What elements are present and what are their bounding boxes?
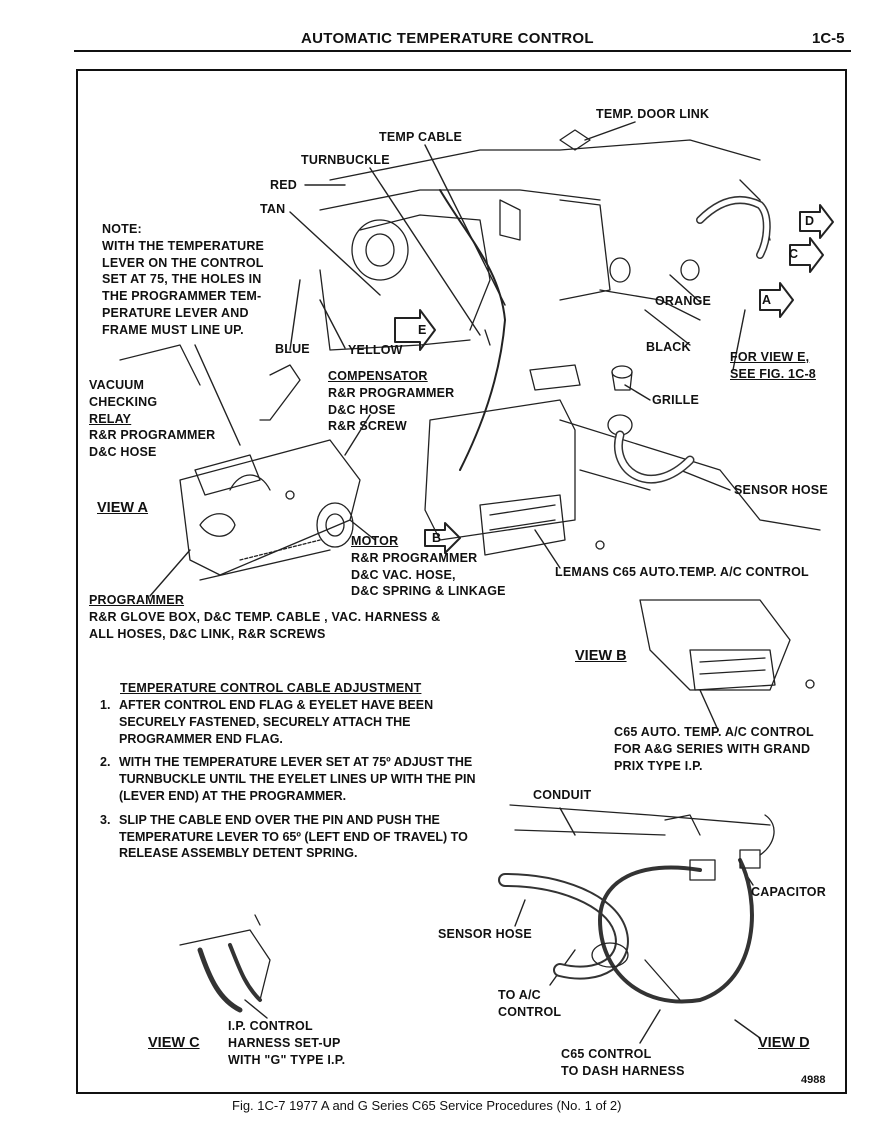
label-yellow: YELLOW [348, 343, 403, 357]
label-grille: GRILLE [652, 393, 700, 407]
ip-harness-line: WITH "G" TYPE I.P. [228, 1052, 346, 1067]
ip-harness-line: HARNESS SET-UP [228, 1035, 341, 1050]
step-text: WITH THE TEMPERATURE LEVER SET AT 75º AD… [119, 755, 476, 803]
page-title: AUTOMATIC TEMPERATURE CONTROL [301, 30, 594, 47]
figure-frame [76, 69, 847, 1094]
label-red: RED [270, 178, 297, 192]
step-number: 3. [100, 812, 111, 827]
c65-grand-prix-line: C65 AUTO. TEMP. A/C CONTROL [614, 725, 814, 739]
c65-dash-line: TO DASH HARNESS [561, 1063, 685, 1078]
label-tan: TAN [260, 202, 286, 216]
lemans-control-drawing [424, 364, 821, 556]
view-c-drawing [179, 914, 271, 1013]
vacuum-relay-line: D&C HOSE [89, 445, 157, 460]
ip-harness-line: I.P. CONTROL [228, 1019, 313, 1033]
view-d-drawing [498, 804, 775, 1004]
programmer-line: R&R GLOVE BOX, D&C TEMP. CABLE , VAC. HA… [89, 609, 441, 624]
c65-dash-harness-label: C65 CONTROL TO DASH HARNESS [561, 1046, 685, 1080]
label-temp-door-link: TEMP. DOOR LINK [596, 107, 710, 121]
note-line: SET AT 75, THE HOLES IN [102, 272, 262, 287]
adjustment-step: 2. WITH THE TEMPERATURE LEVER SET AT 75º… [100, 754, 480, 804]
c65-grand-prix-line: FOR A&G SERIES WITH GRAND [614, 741, 811, 756]
view-a-label: VIEW A [97, 500, 149, 516]
step-text: AFTER CONTROL END FLAG & EYELET HAVE BEE… [119, 698, 434, 746]
motor-line: D&C VAC. HOSE, [351, 567, 456, 582]
label-black: BLACK [646, 340, 691, 354]
note-line: FRAME MUST LINE UP. [102, 322, 244, 337]
step-number: 2. [100, 755, 111, 770]
vacuum-relay-line: R&R PROGRAMMER [89, 428, 216, 443]
compensator-line: R&R PROGRAMMER [328, 385, 455, 400]
callout-b: B [432, 531, 442, 545]
vacuum-relay-line: CHECKING [89, 394, 158, 409]
for-view-e-line: FOR VIEW E, [730, 350, 810, 364]
programmer-label: PROGRAMMER R&R GLOVE BOX, D&C TEMP. CABL… [89, 592, 440, 642]
note-line: LEVER ON THE CONTROL [102, 255, 264, 270]
step-text: SLIP THE CABLE END OVER THE PIN AND PUSH… [119, 812, 468, 861]
to-ac-control-label: TO A/C CONTROL [498, 987, 561, 1021]
label-blue: BLUE [275, 342, 310, 356]
vacuum-relay-line: RELAY [89, 411, 132, 426]
for-view-e-line: SEE FIG. 1C-8 [730, 366, 816, 381]
leader-lines [149, 121, 761, 1044]
label-turnbuckle: TURNBUCKLE [301, 153, 390, 167]
label-lemans-control: LEMANS C65 AUTO.TEMP. A/C CONTROL [555, 565, 809, 579]
callout-a: A [762, 293, 772, 307]
label-temp-cable: TEMP CABLE [379, 130, 463, 144]
programmer-line: ALL HOSES, D&C LINK, R&R SCREWS [89, 626, 326, 641]
adjustment-step: 1. AFTER CONTROL END FLAG & EYELET HAVE … [100, 697, 480, 747]
note-line: WITH THE TEMPERATURE [102, 238, 265, 253]
note-line: PERATURE LEVER AND [102, 305, 249, 320]
vacuum-relay-line: VACUUM [89, 378, 145, 392]
compensator-label: COMPENSATOR R&R PROGRAMMER D&C HOSE R&R … [328, 368, 454, 435]
callout-e: E [418, 323, 427, 337]
programmer-assembly-drawing [119, 344, 361, 581]
note-line: THE PROGRAMMER TEM- [102, 289, 262, 304]
compensator-line: COMPENSATOR [328, 369, 428, 383]
label-sensor-hose-view-d: SENSOR HOSE [438, 927, 532, 941]
note-block: NOTE: WITH THE TEMPERATURE LEVER ON THE … [102, 221, 264, 339]
heater-case-drawing [319, 129, 771, 351]
compensator-line: R&R SCREW [328, 419, 407, 434]
ip-harness-label: I.P. CONTROL HARNESS SET-UP WITH "G" TYP… [228, 1018, 345, 1068]
programmer-line: PROGRAMMER [89, 593, 185, 607]
temp-cable-line [439, 189, 506, 471]
view-c-label: VIEW C [148, 1035, 200, 1051]
view-b-control-drawing [639, 599, 815, 691]
motor-line: D&C SPRING & LINKAGE [351, 584, 506, 599]
step-number: 1. [100, 698, 111, 712]
to-ac-control-line: TO A/C [498, 988, 541, 1002]
adjustment-steps: 1. AFTER CONTROL END FLAG & EYELET HAVE … [100, 697, 480, 869]
note-line: NOTE: [102, 222, 142, 236]
view-b-label: VIEW B [575, 648, 627, 664]
header-rule [74, 50, 851, 52]
label-sensor-hose: SENSOR HOSE [734, 483, 828, 497]
view-d-label: VIEW D [758, 1035, 810, 1051]
c65-dash-line: C65 CONTROL [561, 1047, 652, 1061]
adjustment-title: TEMPERATURE CONTROL CABLE ADJUSTMENT [120, 681, 422, 695]
corrugated-hose-top [696, 196, 771, 259]
figure-number: 4988 [801, 1074, 826, 1086]
motor-label: MOTOR R&R PROGRAMMER D&C VAC. HOSE, D&C … [351, 533, 506, 600]
adjustment-step: 3. SLIP THE CABLE END OVER THE PIN AND P… [100, 812, 480, 862]
vacuum-checking-relay-label: VACUUM CHECKING RELAY R&R PROGRAMMER D&C… [89, 377, 215, 461]
figure-caption: Fig. 1C-7 1977 A and G Series C65 Servic… [232, 1098, 622, 1113]
motor-line: R&R PROGRAMMER [351, 550, 478, 565]
label-conduit: CONDUIT [533, 788, 592, 802]
page-number: 1C-5 [812, 30, 845, 47]
turnbuckle-rod [484, 329, 491, 346]
label-orange: ORANGE [655, 294, 712, 308]
to-ac-control-line: CONTROL [498, 1004, 562, 1019]
compensator-line: D&C HOSE [328, 402, 396, 417]
grille-sensor-drawing [607, 365, 695, 484]
callout-c: C [789, 247, 799, 261]
for-view-e-note: FOR VIEW E, SEE FIG. 1C-8 [730, 349, 816, 383]
c65-grand-prix-label: C65 AUTO. TEMP. A/C CONTROL FOR A&G SERI… [614, 724, 814, 774]
callout-arrows [394, 204, 834, 554]
callout-d: D [805, 214, 815, 228]
c65-grand-prix-line: PRIX TYPE I.P. [614, 758, 703, 773]
label-capacitor: CAPACITOR [751, 885, 826, 899]
motor-line: MOTOR [351, 534, 399, 548]
